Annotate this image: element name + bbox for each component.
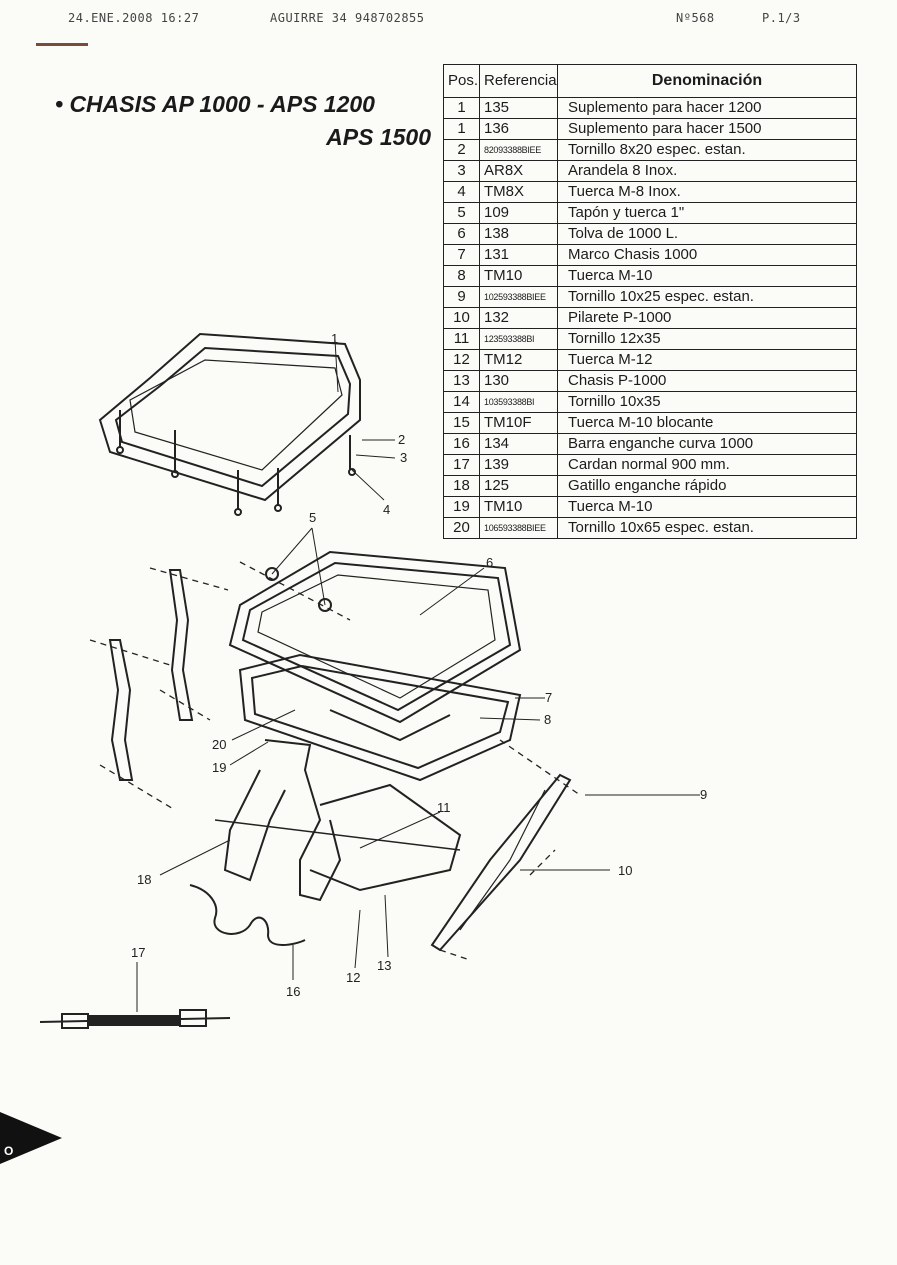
cell-denominacion: Tuerca M-12 <box>557 349 857 371</box>
cell-denominacion: Tapón y tuerca 1" <box>557 202 857 224</box>
callout-11: 11 <box>437 800 451 815</box>
callout-10: 10 <box>618 863 632 878</box>
callout-4: 4 <box>383 502 390 517</box>
cell-denominacion: Tuerca M-8 Inox. <box>557 181 857 203</box>
callout-2: 2 <box>398 432 405 447</box>
cell-ref: 135 <box>479 97 558 119</box>
cell-ref: TM10 <box>479 265 558 287</box>
cell-denominacion: Suplemento para hacer 1200 <box>557 97 857 119</box>
fax-page-indicator: P.1/3 <box>762 11 801 25</box>
cell-denominacion: Barra enganche curva 1000 <box>557 433 857 455</box>
cell-denominacion: Suplemento para hacer 1500 <box>557 118 857 140</box>
header-denominacion: Denominación <box>557 64 857 98</box>
cell-pos: 14 <box>443 391 480 413</box>
cell-denominacion: Tuerca M-10 <box>557 496 857 518</box>
fax-date: 24.ENE.2008 16:27 <box>68 11 200 25</box>
callout-16: 16 <box>286 984 300 999</box>
cell-ref: 130 <box>479 370 558 392</box>
cell-pos: 13 <box>443 370 480 392</box>
callout-13: 13 <box>377 958 391 973</box>
callout-18: 18 <box>137 872 151 887</box>
callout-9: 9 <box>700 787 707 802</box>
title-line-2: APS 1500 <box>326 124 431 150</box>
hopper-drawing <box>228 550 522 742</box>
handwritten-underline <box>36 43 88 46</box>
left-pillars-drawing <box>108 569 194 781</box>
callout-12: 12 <box>346 970 360 985</box>
cell-denominacion: Arandela 8 Inox. <box>557 160 857 182</box>
cell-ref: AR8X <box>479 160 558 182</box>
cell-ref: 132 <box>479 307 558 329</box>
callout-3: 3 <box>400 450 407 465</box>
corner-letter: O <box>4 1144 14 1158</box>
callout-5: 5 <box>309 510 316 525</box>
callout-numbers: 1 2 3 4 5 6 7 8 9 10 11 12 13 16 17 18 1… <box>131 331 707 999</box>
fax-header: 24.ENE.2008 16:27 AGUIRRE 34 948702855 N… <box>0 6 897 28</box>
callout-17: 17 <box>131 945 145 960</box>
corner-binder-mark <box>0 1112 62 1164</box>
header-ref: Referencia <box>479 64 558 98</box>
callout-8: 8 <box>544 712 551 727</box>
chassis-frame-drawing <box>238 653 522 782</box>
hitch-bar-drawing <box>189 884 306 946</box>
callout-19: 19 <box>212 760 226 775</box>
cell-ref: TM12 <box>479 349 558 371</box>
cell-denominacion: Marco Chasis 1000 <box>557 244 857 266</box>
callout-6: 6 <box>486 555 493 570</box>
title-line-1: • CHASIS AP 1000 - APS 1200 <box>55 91 375 117</box>
document-title: • CHASIS AP 1000 - APS 1200 APS 1500 <box>55 88 435 154</box>
cell-pos: 19 <box>443 496 480 518</box>
cell-denominacion: Tornillo 10x25 espec. estan. <box>557 286 857 308</box>
callout-20: 20 <box>212 737 226 752</box>
cell-denominacion: Tornillo 10x35 <box>557 391 857 413</box>
table-header-row: Pos. Referencia Denominación <box>443 64 857 98</box>
cell-denominacion: Tornillo 10x65 espec. estan. <box>557 517 857 539</box>
cardan-shaft-drawing <box>39 1009 231 1029</box>
cell-ref: TM10 <box>479 496 558 518</box>
cell-denominacion: Gatillo enganche rápido <box>557 475 857 497</box>
cell-denominacion: Tuerca M-10 <box>557 265 857 287</box>
callout-7: 7 <box>545 690 552 705</box>
fax-sender: AGUIRRE 34 948702855 <box>270 11 425 25</box>
callout-1: 1 <box>331 331 338 346</box>
fastener-dashes <box>89 561 581 961</box>
leader-lines <box>136 339 700 1012</box>
cell-pos: 16 <box>443 433 480 455</box>
fax-number: Nº568 <box>676 11 715 25</box>
cell-pos: 20 <box>443 517 480 539</box>
cell-ref: 109 <box>479 202 558 224</box>
lower-chassis-drawing <box>214 739 462 902</box>
supplement-frame-drawing <box>98 332 361 516</box>
